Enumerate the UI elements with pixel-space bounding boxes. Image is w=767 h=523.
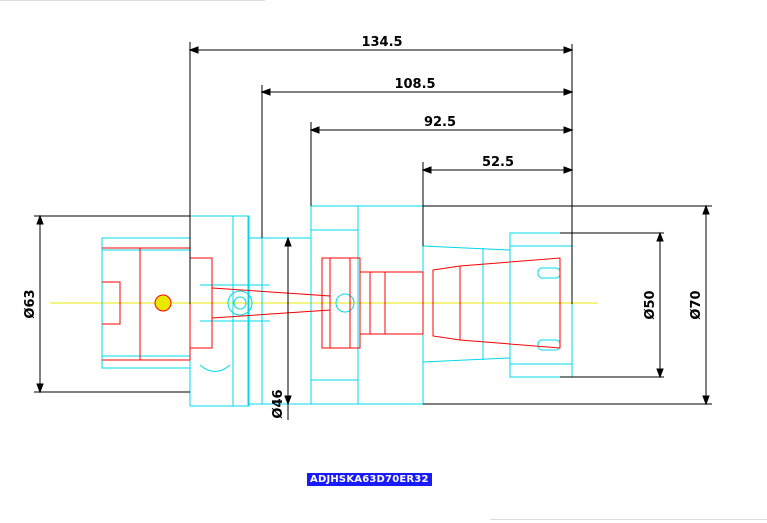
dimension-lines [34, 42, 712, 420]
dimension-108-5: 108.5 [394, 77, 435, 92]
dimension-52-5: 52.5 [482, 155, 514, 170]
diameter-63: Ø63 [23, 289, 38, 318]
part-number-label: ADJHSKA63D70ER32 [307, 473, 432, 486]
holder-outline [101, 205, 573, 407]
top-left-border-line [0, 0, 265, 1]
diameter-70: Ø70 [689, 290, 704, 319]
internal-features [102, 247, 561, 361]
bottom-right-border-line [490, 519, 767, 520]
diameter-50: Ø50 [643, 290, 658, 319]
dimension-134-5: 134.5 [361, 35, 402, 50]
diameter-46: Ø46 [271, 389, 286, 418]
dimension-92-5: 92.5 [424, 115, 456, 130]
